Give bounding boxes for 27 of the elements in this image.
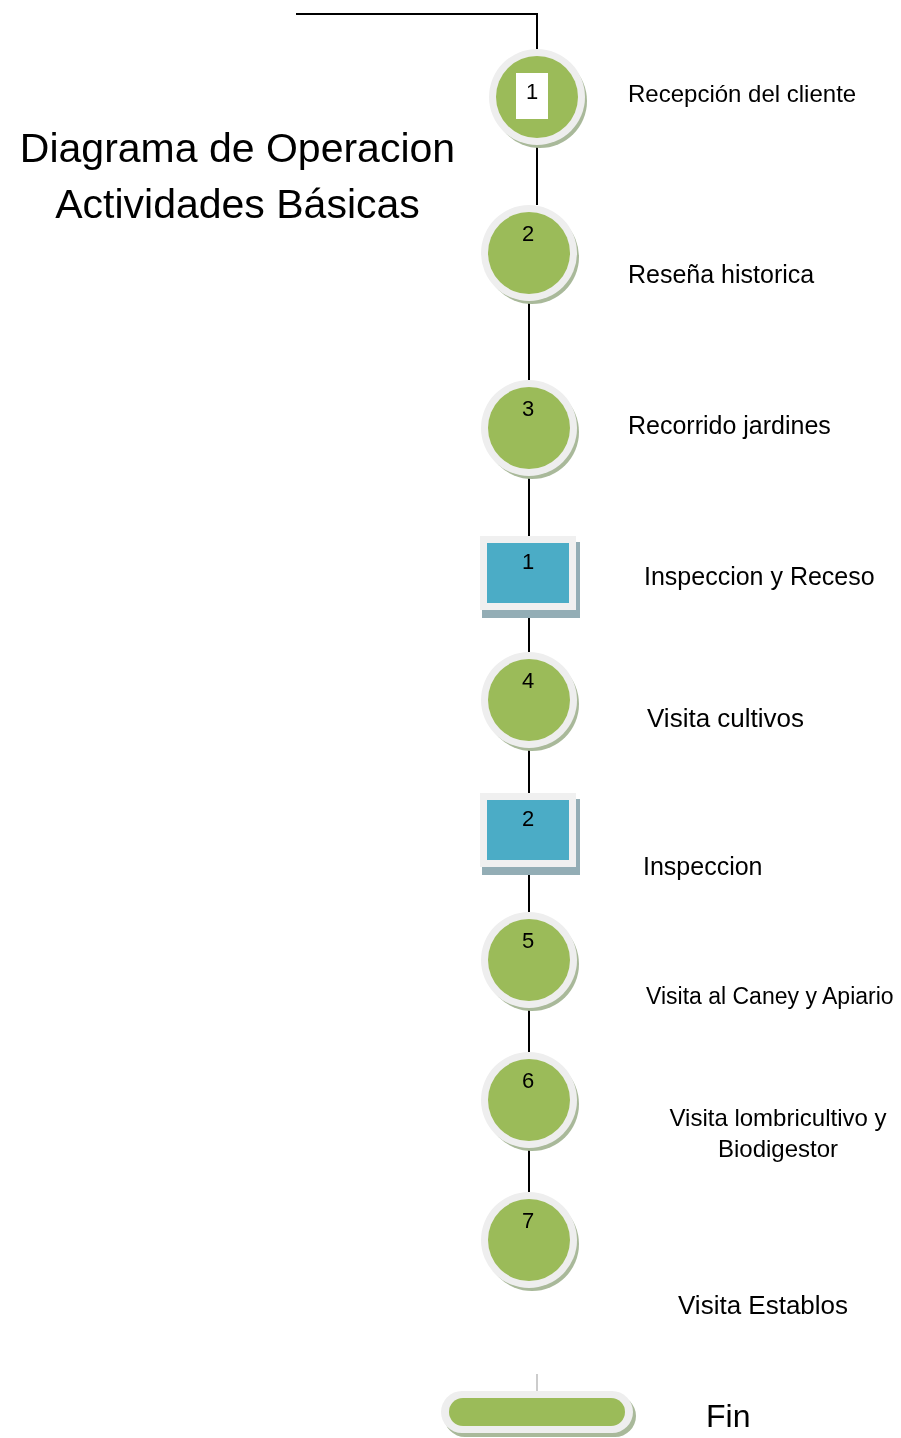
step-number: 5 bbox=[522, 930, 535, 952]
operation-circle bbox=[481, 652, 577, 748]
step-label: Inspeccion bbox=[643, 852, 763, 881]
operation-circle bbox=[489, 49, 585, 145]
operation-circle bbox=[481, 912, 577, 1008]
step-label: Reseña historica bbox=[628, 260, 815, 289]
connector-line bbox=[536, 1373, 538, 1392]
step-number: 4 bbox=[522, 670, 535, 692]
step-number: 6 bbox=[522, 1070, 535, 1092]
step-number: 1 bbox=[516, 73, 549, 119]
connector-line bbox=[295, 13, 538, 50]
operation-circle bbox=[481, 205, 577, 301]
step-label: Visita cultivos bbox=[647, 703, 805, 734]
operation-circle bbox=[481, 1052, 577, 1148]
step-number: 2 bbox=[522, 223, 535, 245]
step-label: Recorrido jardines bbox=[628, 411, 831, 440]
step-label: Recepción del cliente bbox=[628, 80, 857, 108]
diagram-title: Diagrama de Operacion Actividades Básicas bbox=[18, 124, 457, 229]
step-number: 7 bbox=[522, 1210, 535, 1232]
step-label: Visita al Caney y Apiario bbox=[646, 983, 894, 1010]
step-number: 3 bbox=[522, 398, 535, 420]
operation-circle bbox=[481, 1192, 577, 1288]
operation-circle bbox=[481, 380, 577, 476]
step-label: Inspeccion y Receso bbox=[644, 562, 875, 591]
step-label: Fin bbox=[706, 1398, 751, 1435]
step-label: Visita Establos bbox=[678, 1290, 849, 1321]
step-label: Visita lombricultivo y Biodigestor bbox=[668, 1103, 888, 1164]
